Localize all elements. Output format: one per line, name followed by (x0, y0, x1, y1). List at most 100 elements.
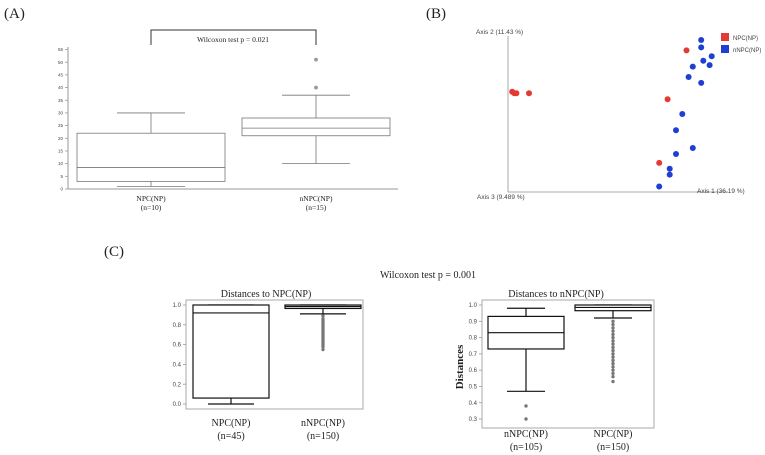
plot-c2-group2-label: NPC(NP) (594, 429, 633, 440)
panel-a-boxes (76, 57, 391, 187)
point-nnpc (679, 111, 686, 117)
point-npc (656, 159, 663, 166)
plot-c2-frame (481, 299, 655, 429)
point-nnpc (673, 150, 679, 157)
plot-c2-outlier (611, 374, 615, 379)
panel-a-annotation: Wilcoxon test p = 0.021 (197, 35, 269, 44)
plot-c1-ytick-label: 0.2 (173, 382, 182, 388)
plot-c2-outlier (611, 329, 615, 333)
plot-c2-group1-n: (n=105) (510, 442, 542, 453)
panel-a-ytick-label: 15 (58, 149, 64, 154)
point-npc (664, 96, 671, 103)
plot-c2-ylabel: Distances (454, 344, 466, 389)
plot-c2-group2-n: (n=150) (597, 442, 629, 453)
point-nnpc (698, 44, 705, 51)
plot-c1-ytick-label: 0.6 (173, 343, 182, 349)
plot-c2-ytick-label: 0.4 (469, 401, 478, 407)
panel-b-label: (B) (426, 6, 446, 22)
point-nnpc (689, 63, 696, 70)
point-nnpc (698, 79, 705, 86)
panel-a-box (241, 117, 391, 137)
plot-c2-outlier (611, 322, 615, 327)
plot-c2-outlier (611, 348, 615, 353)
plot-c1-group1-n: (n=45) (217, 431, 244, 442)
plot-c2-ytick-label: 0.3 (469, 417, 478, 423)
legend-label-npc: NPC(NP) (733, 36, 758, 42)
axis-3-label: Axis 3 (9.489 %) (477, 194, 525, 201)
point-nnpc (656, 183, 663, 190)
panel-a-group1-label: NPC(NP) (136, 194, 166, 203)
plot-c2-outlier (611, 352, 615, 356)
plot-c2-outlier (611, 319, 615, 323)
panel-a-bracket (150, 29, 317, 45)
plot-c2-outlier (611, 332, 615, 337)
plot-c1-outlier (321, 344, 325, 349)
axis-1-label: Axis 1 (36.19 %) (697, 188, 745, 195)
plot-c2-outlier (611, 326, 615, 330)
legend-label-nnpc: nNPC(NP) (733, 48, 761, 54)
panel-a: (A) Wilcoxon test p = 0.021 051015202530… (4, 6, 398, 212)
panel-a-outlier (314, 57, 318, 62)
panel-a-outlier (314, 85, 318, 90)
plot-c2-ytick-label: 0.9 (469, 319, 478, 325)
point-nnpc (706, 62, 713, 69)
plot-c1-ytick-label: 0.0 (173, 402, 182, 408)
plot-c2-outlier (611, 339, 615, 343)
plot-c2-outlier (611, 335, 615, 340)
panel-a-box (76, 132, 226, 182)
plot-c2-outlier (611, 342, 615, 346)
point-npc (683, 47, 690, 54)
plot-c2-boxes (487, 304, 652, 421)
panel-a-ytick-label: 0 (60, 187, 63, 192)
plot-c1-title: Distances to NPC(NP) (221, 289, 312, 300)
plot-c1-boxes (192, 304, 362, 405)
point-npc (513, 90, 520, 97)
legend-swatch-npc (721, 33, 729, 41)
plot-c2-outlier (611, 365, 615, 369)
plot-c2-title: Distances to nNPC(NP) (508, 289, 604, 300)
plot-c2-group1-label: nNPC(NP) (504, 429, 548, 440)
plot-c2-outlier (611, 368, 615, 372)
point-nnpc (708, 53, 715, 60)
panel-b-points (509, 37, 715, 190)
plot-c1-ticks: 0.00.20.40.60.81.0 (173, 303, 186, 408)
plot-c2-outlier (611, 371, 615, 376)
plot-c2-ytick-label: 0.5 (469, 385, 478, 391)
plot-c1-group2-label: nNPC(NP) (301, 418, 345, 429)
plot-c2-ytick-label: 1.0 (469, 303, 478, 309)
plot-c1-outlier (321, 314, 325, 318)
point-nnpc (698, 37, 705, 43)
axis-2-label: Axis 2 (11.43 %) (476, 29, 523, 36)
plot-c2-outlier (524, 417, 528, 421)
point-nnpc (673, 127, 679, 134)
panel-a-ytick-label: 25 (58, 123, 64, 128)
panel-a-ytick-label: 50 (58, 60, 64, 65)
point-nnpc (666, 171, 673, 178)
panel-a-ytick-label: 10 (58, 161, 64, 166)
plot-c1-ytick-label: 0.4 (173, 363, 182, 369)
plot-c2-outlier (611, 358, 615, 363)
panel-a-ytick-label: 35 (58, 98, 64, 103)
panel-a-group1-n: (n=10) (141, 203, 162, 212)
plot-c1-box (192, 304, 270, 399)
panel-a-ytick-label: 20 (58, 136, 64, 141)
legend-swatch-nnpc (721, 45, 729, 53)
point-nnpc (689, 145, 696, 152)
plot-c1-frame (185, 299, 364, 410)
panel-c-annotation: Wilcoxon test p = 0.001 (380, 270, 476, 281)
plot-c1-outlier (321, 347, 325, 352)
plot-c1-group2-n: (n=150) (307, 431, 339, 442)
plot-c1-group1-label: NPC(NP) (212, 418, 251, 429)
panel-a-ytick-label: 40 (58, 85, 64, 90)
panel-a-ytick-label: 30 (58, 111, 64, 116)
panel-a-ytick-label: 55 (58, 47, 64, 52)
panel-a-ytick-label: 45 (58, 72, 64, 77)
panel-a-ticks: 0 5 10 15 20 25 30 35 40 45 50 55 (58, 47, 68, 192)
point-npc (526, 90, 532, 97)
plot-c2-outlier (611, 355, 615, 359)
plot-c2-ticks: 0.30.40.50.60.70.80.91.0 (469, 303, 482, 423)
panel-a-ytick-label: 5 (60, 174, 63, 179)
plot-c1-ytick-label: 1.0 (173, 303, 182, 309)
plot-c2-outlier (524, 404, 528, 408)
